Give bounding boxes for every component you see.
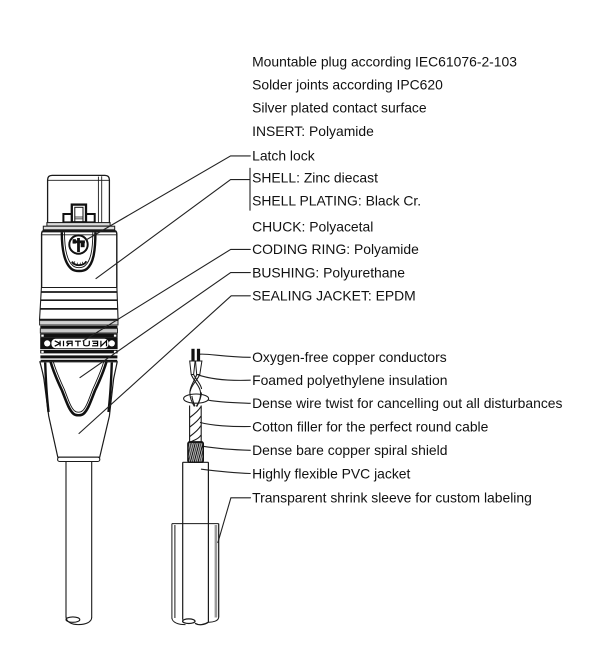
svg-text:CODING RING: Polyamide: CODING RING: Polyamide xyxy=(252,241,419,257)
svg-text:Dense bare copper spiral shiel: Dense bare copper spiral shield xyxy=(252,442,447,458)
svg-text:Oxygen-free copper conductors: Oxygen-free copper conductors xyxy=(252,349,447,365)
svg-text:Mountable plug according IEC61: Mountable plug according IEC61076-2-103 xyxy=(252,53,517,69)
svg-text:SEALING JACKET: EPDM: SEALING JACKET: EPDM xyxy=(252,288,416,304)
svg-text:Foamed polyethylene insulation: Foamed polyethylene insulation xyxy=(252,372,447,388)
svg-text:CHUCK: Polyacetal: CHUCK: Polyacetal xyxy=(252,218,373,234)
svg-text:INSERT: Polyamide: INSERT: Polyamide xyxy=(252,123,374,139)
svg-text:Highly flexible PVC jacket: Highly flexible PVC jacket xyxy=(252,465,410,481)
svg-text:SHELL PLATING: Black Cr.: SHELL PLATING: Black Cr. xyxy=(252,193,421,209)
svg-text:BUSHING: Polyurethane: BUSHING: Polyurethane xyxy=(252,265,405,281)
svg-text:SHELL: Zinc diecast: SHELL: Zinc diecast xyxy=(252,169,378,185)
svg-text:Solder joints according IPC620: Solder joints according IPC620 xyxy=(252,76,443,92)
svg-text:Transparent shrink sleeve for: Transparent shrink sleeve for custom lab… xyxy=(252,490,532,506)
svg-text:Latch lock: Latch lock xyxy=(252,148,315,164)
svg-text:Dense wire twist for cancellin: Dense wire twist for cancelling out all … xyxy=(252,395,562,411)
svg-text:Cotton filler for the perfect: Cotton filler for the perfect round cabl… xyxy=(252,418,489,434)
svg-text:Silver plated contact surface: Silver plated contact surface xyxy=(252,100,427,116)
